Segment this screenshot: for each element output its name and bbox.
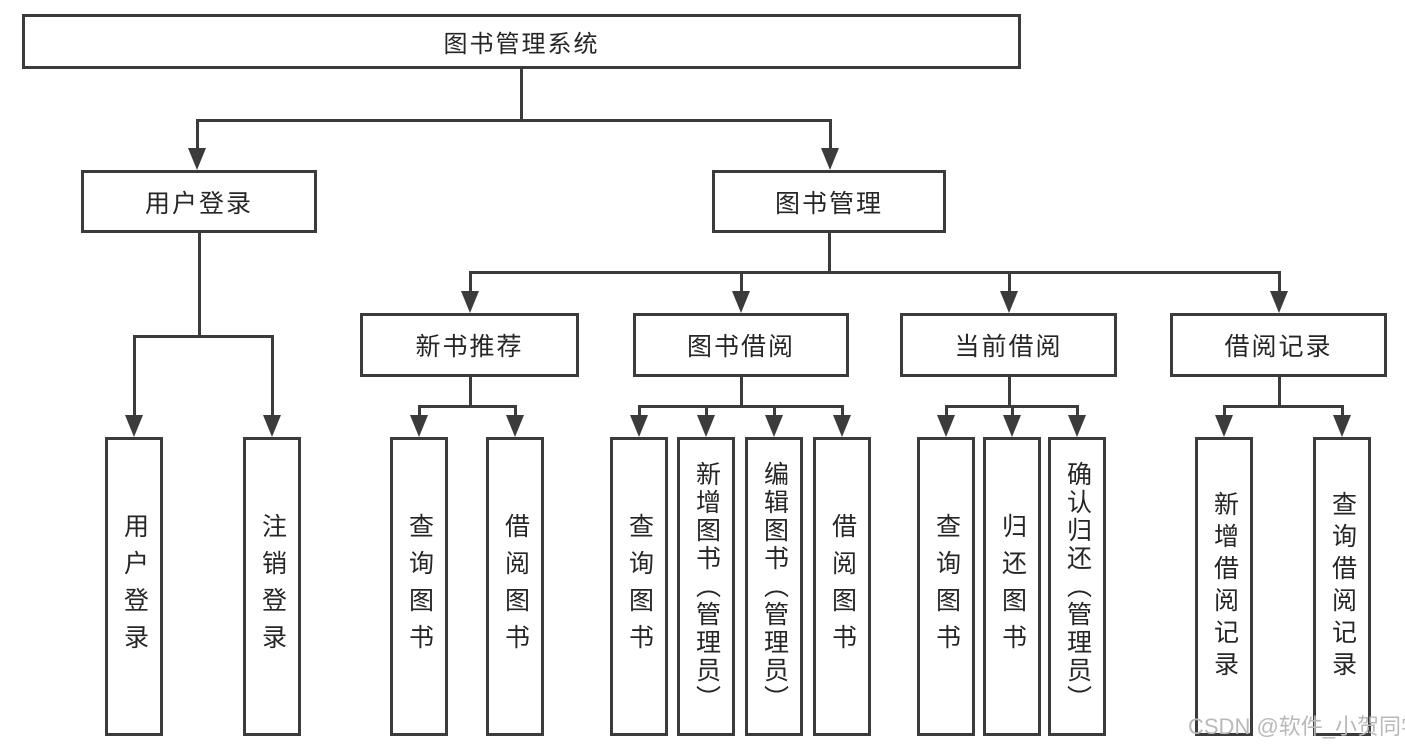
node-book-borrow: 图书借阅 (633, 313, 849, 377)
leaf-query-books: 查询图书 (610, 437, 668, 736)
connector-line (1076, 405, 1079, 417)
arrowhead-down (1215, 415, 1233, 437)
csdn-watermark: CSDN @软件_小贺同学 (1188, 714, 1405, 739)
node-borrow-records: 借阅记录 (1170, 313, 1387, 377)
arrowhead-down (263, 415, 281, 437)
node-new-book-recommend: 新书推荐 (360, 313, 579, 377)
connector-line (470, 271, 1280, 274)
arrowhead-down (630, 415, 648, 437)
arrowhead-down (188, 148, 206, 170)
arrowhead-down (1333, 415, 1351, 437)
arrowhead-down (1068, 415, 1086, 437)
leaf-add-books-admin: 新增图书（管理员） (677, 437, 735, 736)
connector-line (829, 119, 832, 151)
node-book-management: 图书管理 (712, 170, 946, 233)
leaf-user-login: 用户登录 (105, 437, 163, 736)
connector-line (469, 377, 472, 407)
connector-line (133, 335, 136, 417)
connector-line (1008, 271, 1011, 293)
arrowhead-down (937, 415, 955, 437)
arrowhead-down (697, 415, 715, 437)
arrowhead-down (765, 415, 783, 437)
arrowhead-down (1003, 415, 1021, 437)
connector-line (197, 119, 832, 122)
connector-line (419, 405, 516, 408)
arrowhead-down (410, 415, 428, 437)
arrowhead-down (821, 148, 839, 170)
connector-line (945, 405, 948, 417)
connector-line (773, 405, 776, 417)
connector-line (1341, 405, 1344, 417)
node-user-login: 用户登录 (81, 170, 317, 233)
connector-line (1223, 405, 1226, 417)
arrowhead-down (506, 415, 524, 437)
connector-line (705, 405, 708, 417)
connector-line (418, 405, 421, 417)
arrowhead-down (732, 291, 750, 313)
connector-line (271, 335, 274, 417)
node-library-management-system: 图书管理系统 (22, 14, 1021, 69)
leaf-query-books: 查询图书 (390, 437, 448, 736)
arrowhead-down (461, 291, 479, 313)
connector-line (1224, 405, 1343, 408)
node-current-borrow: 当前借阅 (900, 313, 1117, 377)
connector-line (1278, 271, 1281, 293)
connector-line (638, 405, 641, 417)
leaf-add-borrow-record: 新增借阅记录 (1195, 437, 1253, 736)
leaf-return-books: 归还图书 (983, 437, 1041, 736)
leaf-query-books: 查询图书 (917, 437, 975, 736)
leaf-edit-books-admin: 编辑图书（管理员） (745, 437, 803, 736)
connector-line (520, 68, 523, 120)
leaf-borrow-books: 借阅图书 (813, 437, 871, 736)
connector-line (828, 233, 831, 273)
connector-line (196, 119, 199, 151)
arrowhead-down (125, 415, 143, 437)
connector-line (841, 405, 844, 417)
connector-line (134, 335, 274, 338)
leaf-confirm-return-admin: 确认归还（管理员） (1048, 437, 1106, 736)
connector-line (639, 405, 843, 408)
connector-line (198, 233, 201, 337)
arrowhead-down (1000, 291, 1018, 313)
connector-line (740, 377, 743, 407)
connector-line (469, 271, 472, 293)
connector-line (1011, 405, 1014, 417)
leaf-query-borrow-record: 查询借阅记录 (1313, 437, 1371, 736)
connector-line (1008, 377, 1011, 407)
leaf-logout: 注销登录 (243, 437, 301, 736)
connector-line (1278, 377, 1281, 407)
leaf-borrow-books: 借阅图书 (486, 437, 544, 736)
connector-line (514, 405, 517, 417)
arrowhead-down (1270, 291, 1288, 313)
connector-line (740, 271, 743, 293)
arrowhead-down (833, 415, 851, 437)
